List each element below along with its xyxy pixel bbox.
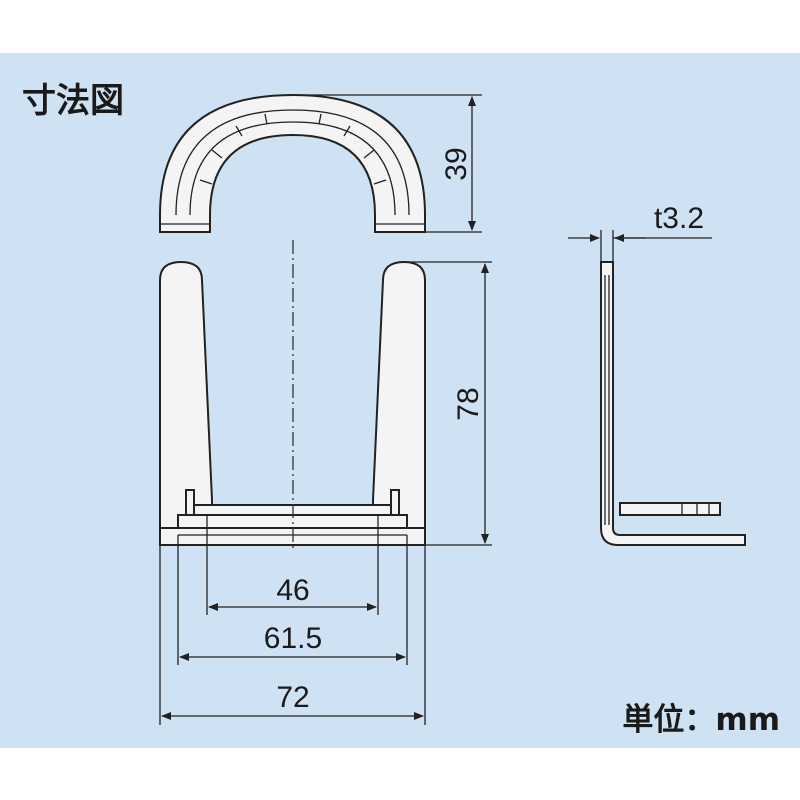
dim-label-thickness: t3.2 — [654, 202, 704, 235]
dim-label-72: 72 — [276, 681, 309, 714]
side-view-part — [600, 261, 746, 546]
unit-label: 単位：mm — [622, 702, 780, 738]
drawing-title: 寸法図 — [22, 81, 124, 121]
dim-mid-width: 61.5 — [179, 622, 406, 661]
dim-label-78: 78 — [452, 387, 485, 420]
dim-inner-width: 46 — [208, 574, 377, 611]
arch-part — [159, 93, 426, 233]
dim-extension-lines — [159, 515, 426, 725]
dim-leg-height: 78 — [404, 261, 492, 546]
dim-thickness: t3.2 — [568, 202, 712, 262]
dim-arch-height: 39 — [300, 94, 482, 233]
dim-label-39: 39 — [440, 147, 473, 180]
dim-label-61-5: 61.5 — [264, 622, 322, 655]
dim-outer-width: 72 — [161, 681, 424, 720]
dim-label-46: 46 — [276, 574, 309, 607]
